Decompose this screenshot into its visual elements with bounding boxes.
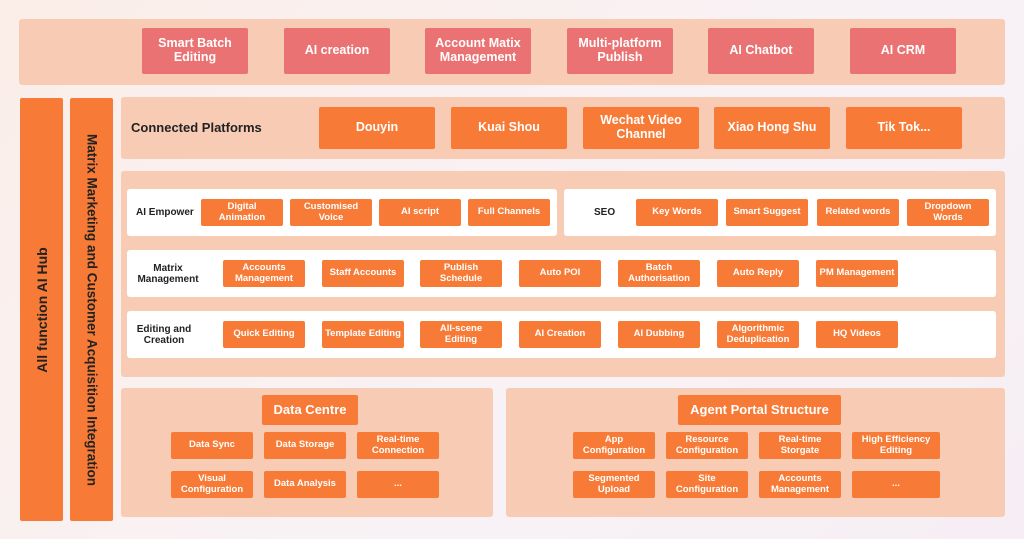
side-bar-matrix-marketing-label: Matrix Marketing and Customer Acquisitio… <box>84 133 99 486</box>
platform-kuai-shou: Kuai Shou <box>451 107 567 149</box>
chip-auto-reply: Auto Reply <box>717 260 799 287</box>
top-feature-account-matrix: Account Matix Management <box>425 28 531 74</box>
side-bar-ai-hub-label: All function AI Hub <box>33 246 50 373</box>
top-feature-ai-chatbot: AI Chatbot <box>708 28 814 74</box>
chip-auto-poi: Auto POI <box>519 260 601 287</box>
chip-smart-suggest: Smart Suggest <box>726 199 808 226</box>
chip-site-configuration: Site Configuration <box>666 471 748 498</box>
chip-staff-accounts: Staff Accounts <box>322 260 404 287</box>
platform-wechat-video: Wechat Video Channel <box>583 107 699 149</box>
chip-ai-creation: AI Creation <box>519 321 601 348</box>
chip-data-more: ... <box>357 471 439 498</box>
chip-portal-more: ... <box>852 471 940 498</box>
seo-label: SEO <box>594 207 616 219</box>
matrix-management-label: Matrix Management <box>137 262 199 286</box>
chip-resource-configuration: Resource Configuration <box>666 432 748 459</box>
chip-all-scene-editing: All-scene Editing <box>420 321 502 348</box>
chip-hq-videos: HQ Videos <box>816 321 898 348</box>
chip-template-editing: Template Editing <box>322 321 404 348</box>
side-bar-matrix-marketing: Matrix Marketing and Customer Acquisitio… <box>70 98 113 521</box>
top-feature-ai-creation: AI creation <box>284 28 390 74</box>
side-bar-ai-hub: All function AI Hub <box>20 98 63 521</box>
data-centre-title: Data Centre <box>262 395 358 425</box>
chip-dropdown-words: Dropdown Words <box>907 199 989 226</box>
chip-batch-authorisation: Batch Authorisation <box>618 260 700 287</box>
chip-high-efficiency-editing: High Efficiency Editing <box>852 432 940 459</box>
chip-portal-accounts-management: Accounts Management <box>759 471 841 498</box>
chip-real-time-storage: Real-time Storgate <box>759 432 841 459</box>
platform-xiao-hong-shu: Xiao Hong Shu <box>714 107 830 149</box>
chip-data-analysis: Data Analysis <box>264 471 346 498</box>
top-feature-smart-batch-editing: Smart Batch Editing <box>142 28 248 74</box>
agent-portal-title: Agent Portal Structure <box>678 395 841 425</box>
chip-pm-management: PM Management <box>816 260 898 287</box>
chip-customised-voice: Customised Voice <box>290 199 372 226</box>
chip-accounts-management: Accounts Management <box>223 260 305 287</box>
chip-visual-configuration: Visual Configuration <box>171 471 253 498</box>
chip-key-words: Key Words <box>636 199 718 226</box>
chip-ai-script: AI script <box>379 199 461 226</box>
chip-digital-animation: Digital Animation <box>201 199 283 226</box>
chip-related-words: Related words <box>817 199 899 226</box>
chip-publish-schedule: Publish Schedule <box>420 260 502 287</box>
editing-creation-label: Editing and Creation <box>136 323 192 347</box>
chip-real-time-connection: Real-time Connection <box>357 432 439 459</box>
chip-app-configuration: App Configuration <box>573 432 655 459</box>
ai-empower-label: AI Empower <box>136 207 194 219</box>
platform-tiktok: Tik Tok... <box>846 107 962 149</box>
top-feature-multi-platform-publish: Multi-platform Publish <box>567 28 673 74</box>
platform-douyin: Douyin <box>319 107 435 149</box>
chip-data-sync: Data Sync <box>171 432 253 459</box>
connected-platforms-label: Connected Platforms <box>131 119 262 135</box>
chip-algorithmic-deduplication: Algorithmic Deduplication <box>717 321 799 348</box>
chip-data-storage: Data Storage <box>264 432 346 459</box>
chip-full-channels: Full Channels <box>468 199 550 226</box>
chip-quick-editing: Quick Editing <box>223 321 305 348</box>
chip-segmented-upload: Segmented Upload <box>573 471 655 498</box>
chip-ai-dubbing: AI Dubbing <box>618 321 700 348</box>
top-feature-ai-crm: AI CRM <box>850 28 956 74</box>
